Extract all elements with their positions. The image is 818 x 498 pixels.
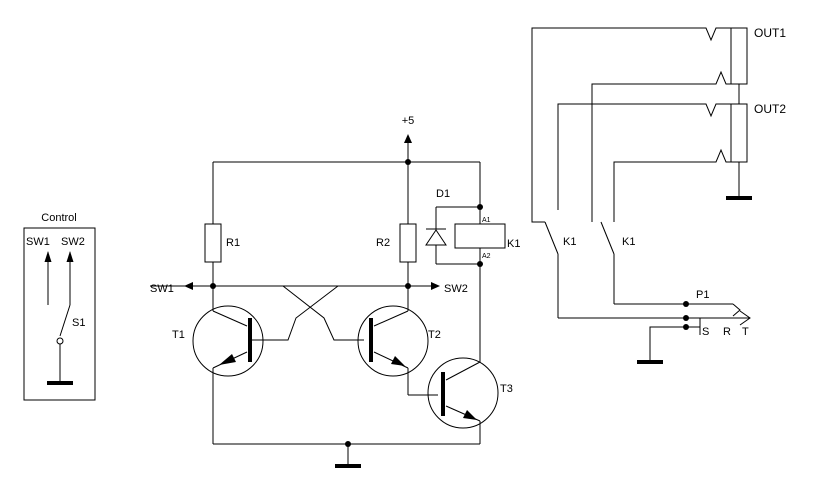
resistor-r2-label: R2 [376,237,390,249]
transistor-t3-body [427,357,499,429]
out2-resistor [730,103,748,163]
relay-contact-a-label: K1 [563,236,576,248]
wire-out2-bottom [613,148,731,222]
wire-out1-top [531,27,731,223]
resistor-r1: R1 [204,162,240,286]
main-ground-icon [335,464,361,468]
jack-sleeve-wire [649,326,686,360]
control-ground-icon [47,381,73,385]
relay-k1-label: K1 [507,238,520,250]
resistor-r1-label: R1 [226,237,240,249]
relay-k1-coil [454,223,506,249]
transistor-t1-body [192,305,264,377]
supply-arrow-icon [404,134,412,143]
jack-r-label: R [723,326,731,338]
sw2-arrow-icon [431,282,440,290]
resistor-r2-body [399,223,417,263]
output-section: OUT1 OUT2 K1 K1 [531,26,786,364]
jack-t-label: T [742,326,749,338]
control-sw2-label: SW2 [61,236,85,248]
transistor-t2-collector [373,310,409,327]
power-supply: +5 [213,115,480,165]
relay-pin-a2-label: A2 [482,253,491,260]
transistor-t3-arrow-icon [463,410,477,420]
transistor-t1: T1 [172,286,264,444]
wire-out2-top [557,103,731,210]
out1-label: OUT1 [754,26,786,40]
control-sw2-arrow-icon [66,251,74,262]
relay-contact-b-label: K1 [622,236,635,248]
jack-s-label: S [702,326,709,338]
transistor-t2: T2 [357,286,441,396]
resistor-r2: R2 [376,162,417,286]
sw1-node-label: SW1 [150,283,174,295]
out2-label: OUT2 [754,102,786,116]
diode-d1-body [425,229,447,246]
transistor-t2-body [357,305,429,377]
transistor-t1-label: T1 [172,329,185,341]
sw2-node-label: SW2 [444,283,468,295]
ground-rail [213,441,480,468]
control-panel: Control SW1 SW2 S1 [23,212,96,401]
output-ground-icon [726,196,752,200]
control-title: Control [41,212,76,224]
relay-contact-a [544,221,559,255]
supply-label: +5 [402,115,415,127]
transistor-t1-arrow-icon [219,354,236,365]
switch-s1-label: S1 [72,317,85,329]
switch-s1-contact [56,337,64,345]
sw1-arrow-icon [184,282,193,290]
control-panel-frame [23,227,96,401]
jack-ground-icon [637,360,663,364]
switch-s1-blade [59,304,71,337]
sw-nodes: SW1 SW2 [150,282,468,295]
diode-d1: D1 [425,188,480,265]
control-sw1-arrow-icon [44,251,52,262]
transistor-t2-arrow-icon [391,356,405,366]
transistor-t3-label: T3 [500,383,513,395]
diode-d1-label: D1 [436,188,450,200]
transistor-t3: T3 [427,357,513,444]
transistor-t1-collector [212,310,248,327]
jack-p1: P1 S R T [686,289,751,338]
wire-out1-bottom [591,70,731,222]
control-sw1-label: SW1 [26,236,50,248]
transistor-t2-label: T2 [428,329,441,341]
relay-pin-a1-label: A1 [482,217,491,224]
resistor-r1-body [204,223,222,263]
relay-k1: A1 A2 K1 [454,162,520,362]
out1-resistor [730,27,748,85]
transistor-t3-collector [445,361,481,381]
cross-coupling [248,285,364,341]
jack-p1-label: P1 [696,289,709,301]
relay-contact-b [600,221,615,255]
